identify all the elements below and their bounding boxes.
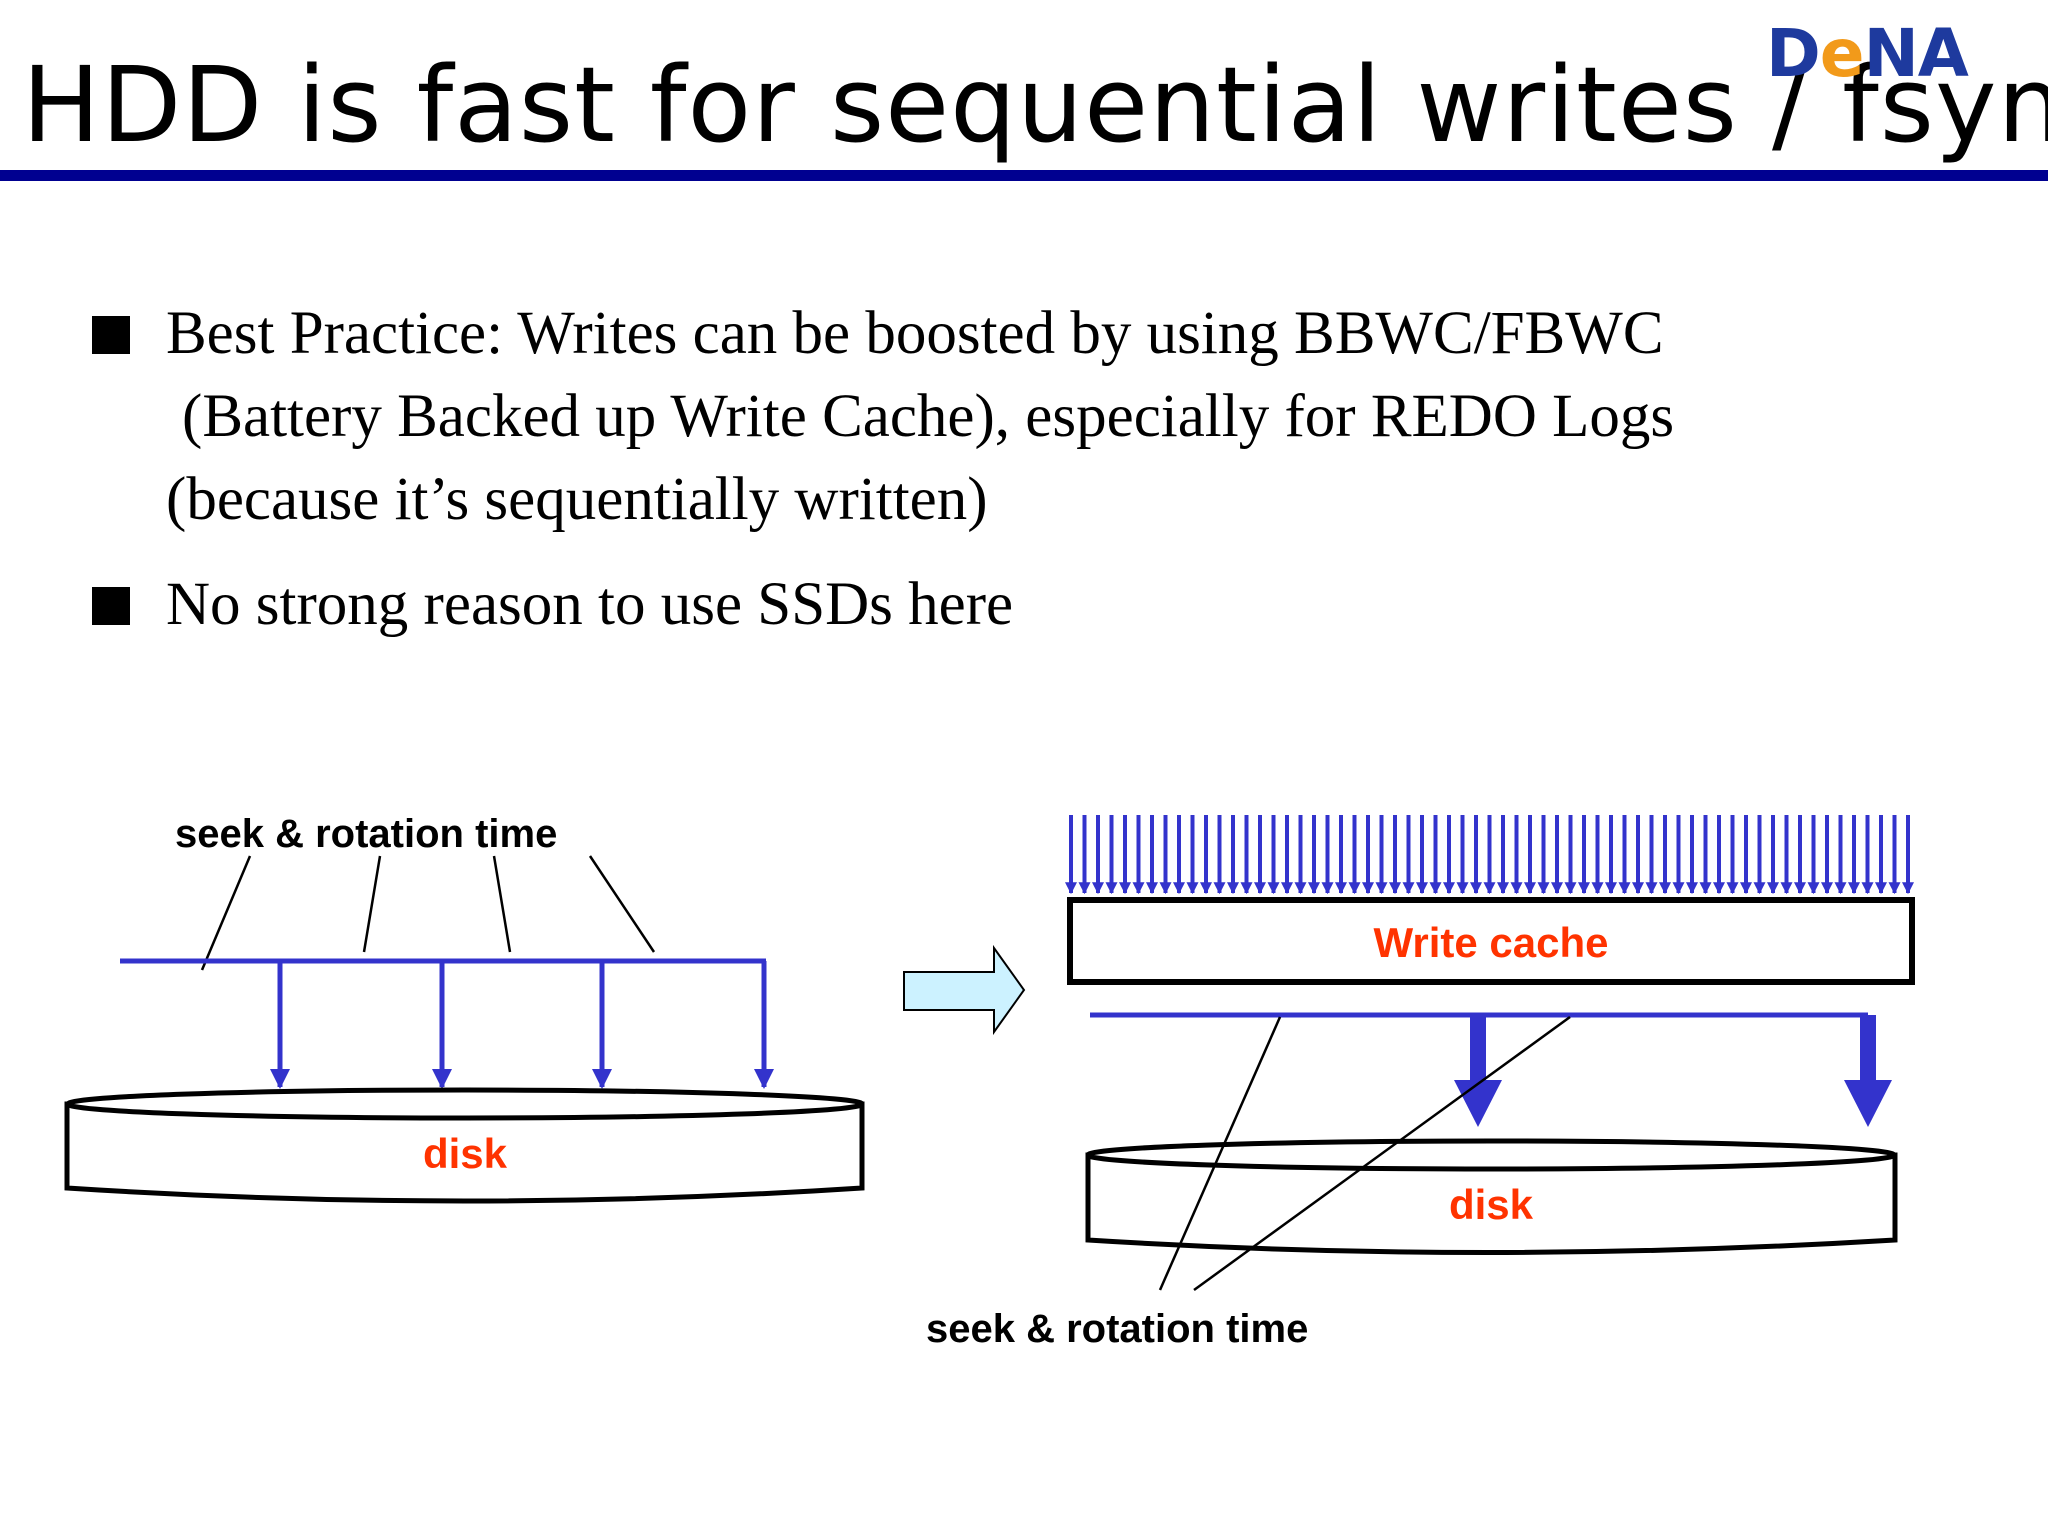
- square-bullet-icon: [92, 316, 130, 354]
- square-bullet-icon: [92, 587, 130, 625]
- callout-line: [492, 855, 512, 953]
- left-seek-rotation-label: seek & rotation time: [175, 812, 557, 856]
- flush-arrow: [1454, 1015, 1502, 1127]
- callout-line: [1158, 1016, 1282, 1291]
- bullet-line: No strong reason to use SSDs here: [166, 571, 1014, 638]
- right-callout-lines: [1158, 1015, 1571, 1292]
- bullet-line: Best Practice: Writes can be boosted by …: [166, 300, 1664, 367]
- flush-arrow: [1844, 1015, 1892, 1127]
- disk-body: [1085, 1152, 1898, 1255]
- callout-line: [362, 855, 382, 953]
- right-seek-rotation-label: seek & rotation time: [926, 1307, 1308, 1351]
- left-disk: disk: [64, 1087, 865, 1204]
- right-disk-label: disk: [1449, 1181, 1534, 1228]
- disk-top: [65, 1087, 865, 1121]
- cache-write-arrows: [1065, 815, 1914, 895]
- disk-body: [64, 1101, 865, 1204]
- right-disk: disk: [1085, 1138, 1898, 1255]
- callout-line: [200, 855, 252, 971]
- bullet-item-bbwc: Best Practice: Writes can be boosted by …: [92, 292, 1992, 541]
- bullet-item-ssd: No strong reason to use SSDs here: [92, 563, 1992, 646]
- left-panel: seek & rotation time disk: [64, 812, 865, 1204]
- bullet-line: (because it’s sequentially written): [166, 466, 988, 533]
- logo-letter-d: D: [1766, 15, 1821, 92]
- disk-top: [1085, 1138, 1897, 1172]
- write-cache-box: [1067, 897, 1915, 985]
- bullet-list: Best Practice: Writes can be boosted by …: [92, 292, 1992, 668]
- callout-line: [588, 855, 656, 953]
- bullet-line: (Battery Backed up Write Cache), especia…: [182, 383, 1675, 450]
- write-cache-label: Write cache: [1374, 919, 1609, 966]
- left-disk-label: disk: [423, 1130, 508, 1177]
- right-panel: Write cache disk seek & rotation time: [926, 815, 1915, 1351]
- callout-line: [1193, 1015, 1571, 1292]
- logo-letter-e: e: [1819, 15, 1865, 92]
- left-write-arrows: [270, 961, 774, 1089]
- dena-logo: DeNA: [1766, 15, 1969, 92]
- left-callout-lines: [200, 855, 656, 971]
- title-divider: [0, 170, 2048, 181]
- slide-title: HDD is fast for sequential writes / fsyn…: [22, 44, 2048, 166]
- transition-arrow-icon: [903, 944, 1026, 1036]
- right-flush-arrows: [1454, 1015, 1892, 1127]
- logo-letters-na: NA: [1863, 15, 1969, 92]
